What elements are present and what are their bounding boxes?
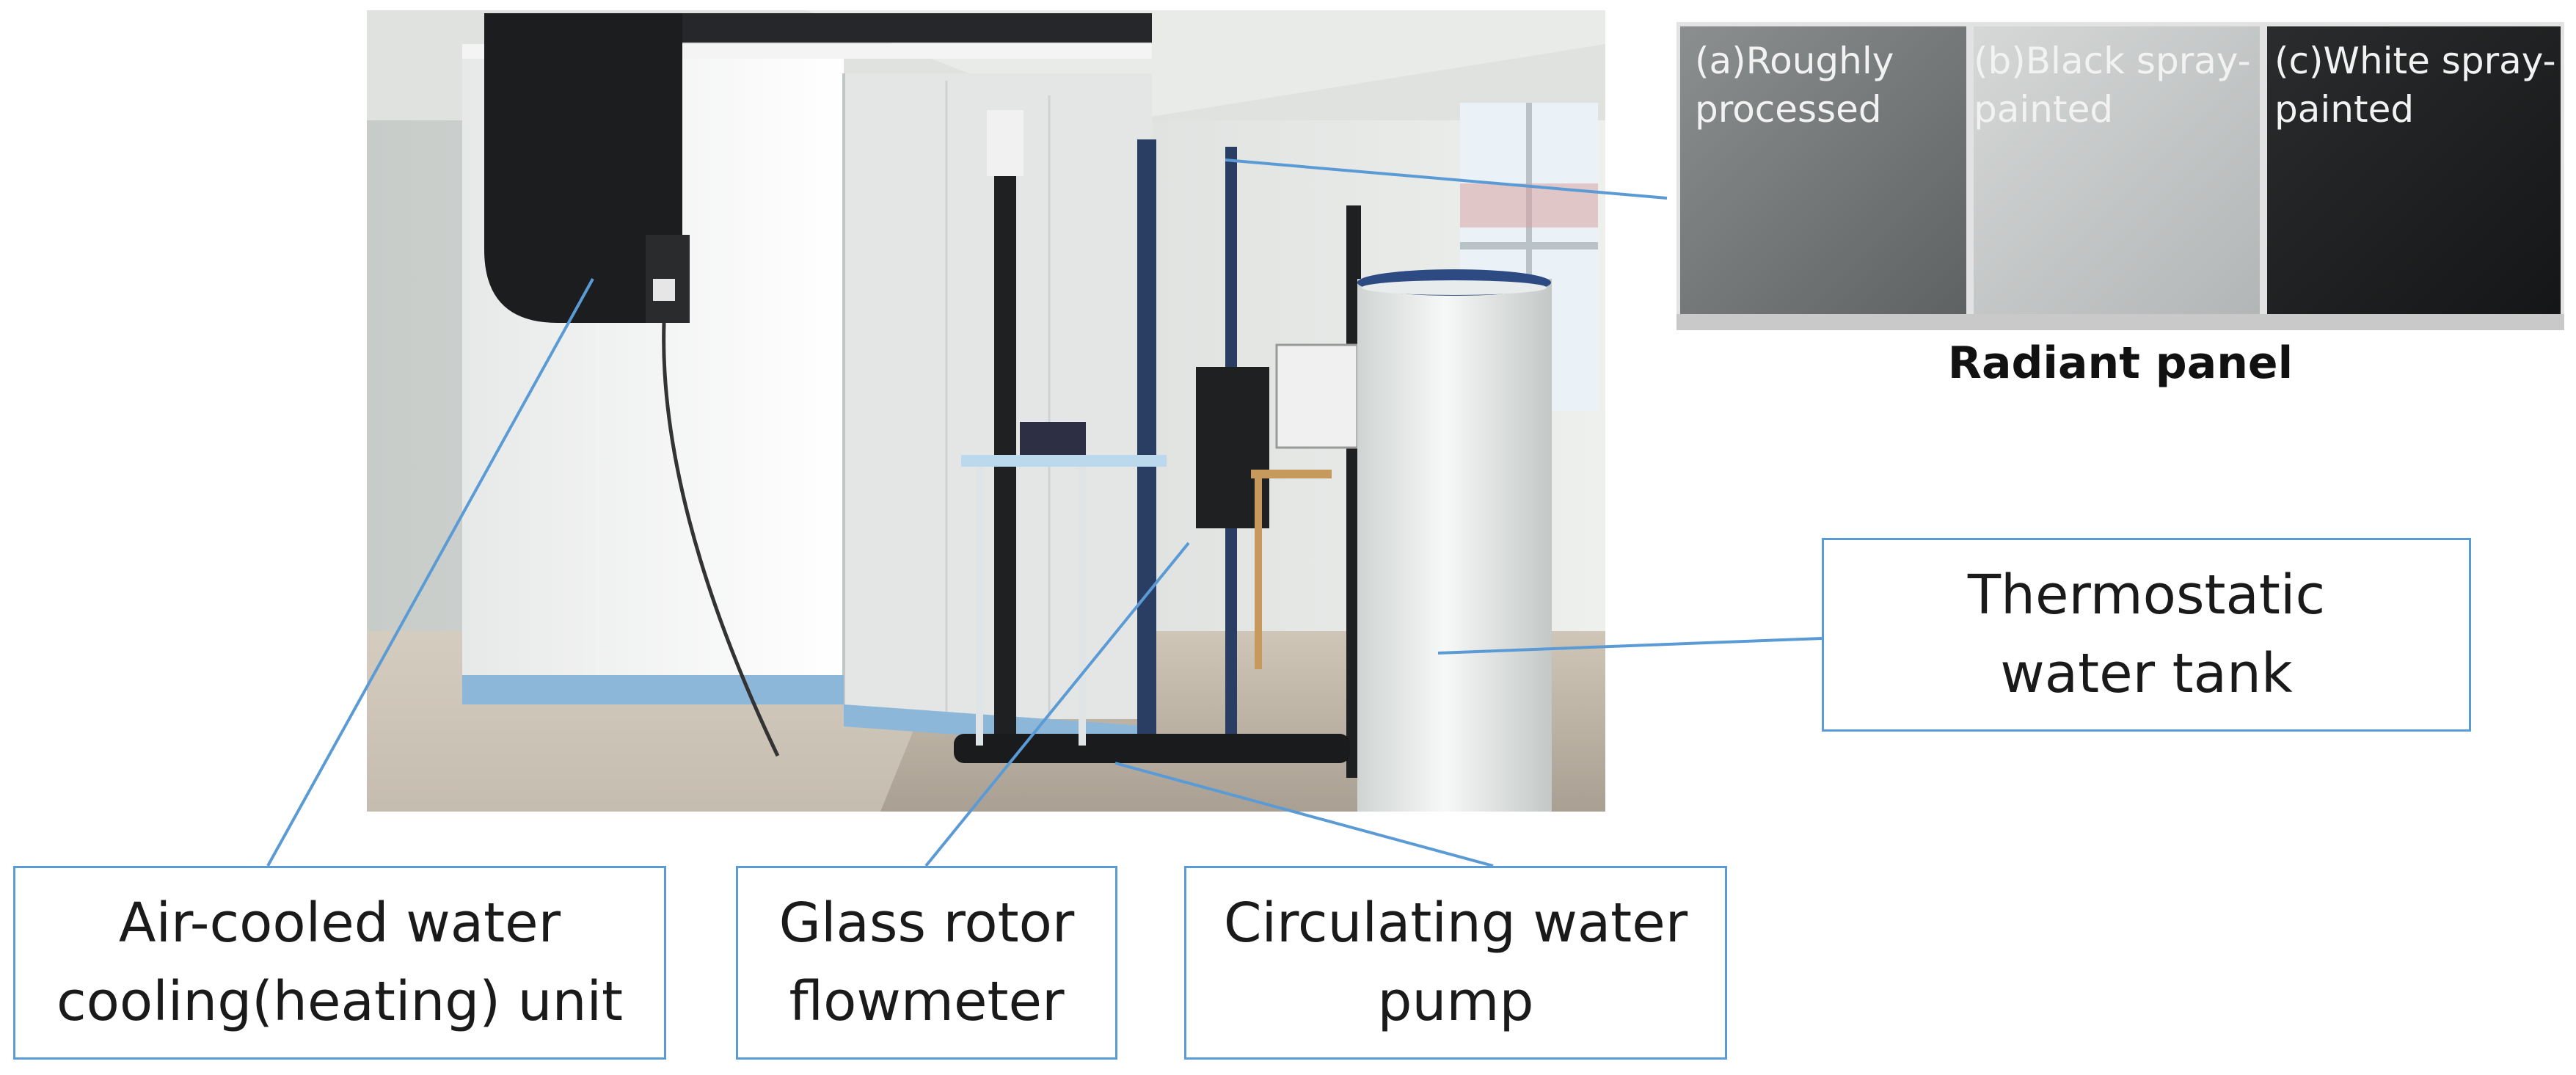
lab-photo [367, 10, 1605, 812]
flowmeter-callout-line2: flowmeter [789, 970, 1065, 1033]
tank-callout-line2: water tank [2000, 642, 2293, 705]
leader-pump [1114, 762, 1494, 867]
air-cooled-unit [484, 13, 1152, 757]
panel-c-label-line1: (c)White spray- [2274, 40, 2556, 82]
unit-callout: Air-cooled water cooling(heating) unit [13, 866, 666, 1060]
leader-radiant-panel [1225, 158, 1668, 200]
side-table [961, 343, 1359, 746]
panel-c [2267, 26, 2561, 314]
leader-tank [1437, 637, 1822, 655]
water-tank [1357, 269, 1552, 812]
flowmeter-callout: Glass rotor flowmeter [736, 866, 1117, 1060]
radiant-panel-photos [1676, 22, 2564, 330]
pump-callout: Circulating water pump [1184, 866, 1727, 1060]
panel-a [1680, 26, 1966, 314]
panel-a-label-line2: processed [1695, 88, 1882, 131]
flowmeter-callout-line1: Glass rotor [778, 891, 1075, 955]
unit-callout-line2: cooling(heating) unit [56, 970, 624, 1033]
tank-callout: Thermostatic water tank [1822, 538, 2471, 732]
panel-a-label-line1: (a)Roughly [1695, 40, 1894, 82]
tank-callout-line1: Thermostatic [1967, 563, 2326, 627]
panel-b-label-line2: painted [1974, 88, 2113, 131]
pump-callout-line1: Circulating water [1223, 891, 1688, 955]
leader-unit [266, 278, 594, 867]
unit-callout-line1: Air-cooled water [118, 891, 561, 955]
radiant-panel-caption: Radiant panel [1948, 338, 2293, 389]
panel-b [1974, 26, 2260, 314]
leader-lines [266, 158, 1822, 867]
panel-b-label-line1: (b)Black spray- [1974, 40, 2251, 82]
leader-flowmeter [924, 542, 1190, 867]
panel-c-label-line2: painted [2274, 88, 2414, 131]
pump-callout-line2: pump [1377, 970, 1534, 1033]
